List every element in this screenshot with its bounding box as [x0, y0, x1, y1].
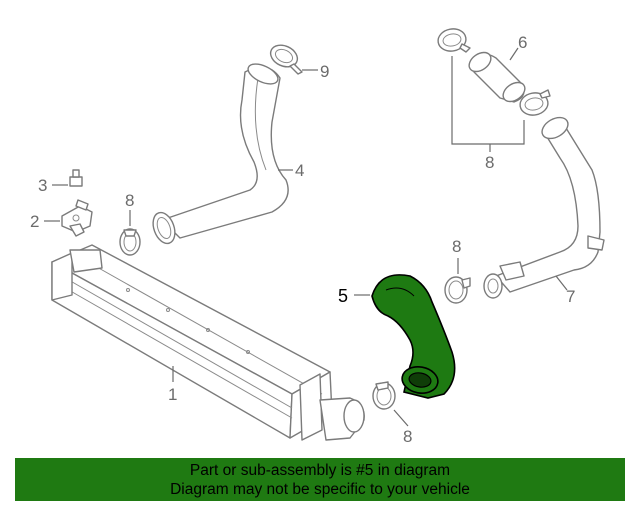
callout-7: 7 [566, 287, 575, 306]
clamp-part-8-bottom [372, 381, 396, 410]
part-info-banner: Part or sub-assembly is #5 in diagram Di… [15, 458, 625, 501]
hose-part-4 [152, 63, 289, 245]
callout-6: 6 [518, 33, 527, 52]
parts-diagram: 1 2 3 4 5 6 7 8 8 8 8 9 [30, 28, 605, 446]
clamp-part-8-right [444, 276, 471, 304]
bracket-part-2 [61, 199, 93, 237]
callout-9: 9 [320, 62, 329, 81]
clamp-part-8-left [119, 228, 141, 256]
callout-8-bottom: 8 [403, 427, 412, 446]
leader-lines [44, 47, 568, 427]
callout-8-right: 8 [452, 237, 461, 256]
banner-line-1: Part or sub-assembly is #5 in diagram [189, 461, 451, 479]
callout-5: 5 [338, 286, 348, 306]
callout-2: 2 [30, 212, 39, 231]
callout-8-top: 8 [485, 153, 494, 172]
clamp-part-9 [269, 44, 303, 75]
callout-1: 1 [168, 385, 177, 404]
callout-3: 3 [38, 176, 47, 195]
banner-line-2: Diagram may not be specific to your vehi… [170, 480, 470, 498]
pipe-part-7 [483, 116, 605, 299]
hose-part-5-highlighted [371, 274, 456, 399]
hose-part-6 [468, 51, 526, 103]
clamp-part-8-top-left [437, 28, 471, 53]
clamp-part-8-top-right [519, 89, 551, 116]
callout-8-left: 8 [125, 191, 134, 210]
bolt-part-3 [69, 169, 83, 187]
intercooler-part-1 [51, 244, 365, 441]
callout-4: 4 [295, 161, 304, 180]
